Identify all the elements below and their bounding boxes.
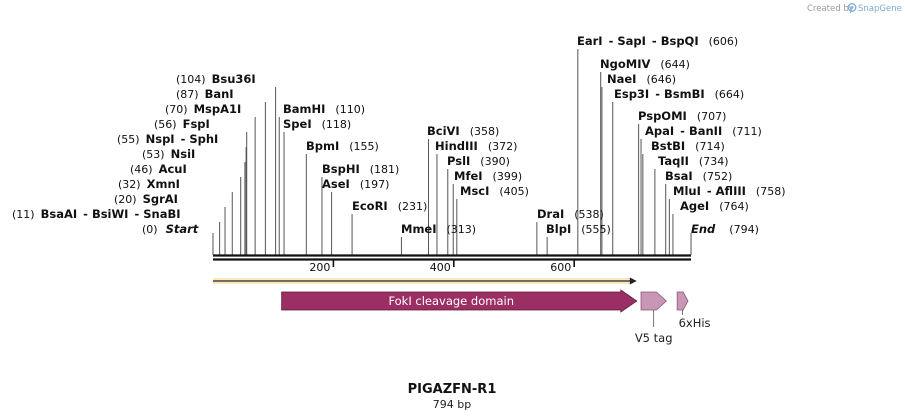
site-label-xmni: (32)XmnI [118,177,180,191]
feature-fokI-cleavage-domain: FokI cleavage domain [281,289,638,313]
map-title: PIGAZFN-R1 [408,382,497,397]
snapgene-logo-icon [847,3,857,12]
site-label-drai: DraI(538) [537,207,604,221]
site-label-bani: (87)BanI [176,87,234,101]
site-label-sgrai: (20)SgrAI [114,192,178,206]
feature-v5-tag: V5 tag [635,291,673,345]
site-label-mmei: MmeI(313) [401,222,476,236]
site-label-bpmi: BpmI(155) [306,139,379,153]
ruler-label: 400 [430,261,451,274]
site-label-fspi: (56)FspI [154,117,210,131]
feature-6xhis: 6xHis [676,291,711,330]
site-label-nspi: (55)NspI-SphI [117,132,218,146]
credit-brand: SnapGene [858,4,902,14]
site-label-pspomi: PspOMI(707) [638,109,726,123]
site-label-apai: ApaI-BanII(711) [645,124,762,138]
site-label-psli: PslI(390) [447,154,510,168]
site-label-bsai: BsaI(752) [665,169,732,183]
feature-label: 6xHis [679,316,711,330]
site-label-eari: EarI-SapI-BspQI(606) [577,34,738,48]
site-label-mlui: MluI-AflIII(758) [673,184,786,198]
site-label-mfei: MfeI(399) [454,169,522,183]
site-lines [212,49,692,255]
site-labels: (11)BsaAI-BsiWI-SnaBI(20)SgrAI(32)XmnI(4… [12,34,786,236]
dna-backbone [213,254,691,261]
ruler: 200 400 600 [309,259,576,274]
site-label-msci: MscI(405) [460,184,529,198]
features: FokI cleavage domain V5 tag 6xHis [213,277,711,345]
site-label-nsii: (53)NsiI [142,147,195,161]
site-label-agei: AgeI(764) [680,199,749,213]
ruler-label: 600 [550,261,571,274]
start-label: (0)Start [142,222,199,236]
site-label-mspa1i: (70)MspA1I [165,102,241,116]
site-label-taqii: TaqII(734) [658,154,729,168]
site-label-hindiii: HindIII(372) [435,139,517,153]
site-label-bsphi: BspHI(181) [322,162,399,176]
site-label-acui: (46)AcuI [130,162,187,176]
site-label-esp3i: Esp3I-BsmBI(664) [614,87,744,101]
map-length: 794 bp [433,398,471,411]
feature-label: FokI cleavage domain [388,294,514,308]
feature-label: V5 tag [635,331,673,345]
site-label-blpi: BlpI(555) [546,222,611,236]
site-label-ngomiv: NgoMIV(644) [600,57,690,71]
site-label-asei: AseI(197) [322,177,389,191]
site-label-ecori: EcoRI(231) [352,199,427,213]
site-label-bstbi: BstBI(714) [651,139,725,153]
orf-arrow [213,277,637,285]
site-label-bsaai: (11)BsaAI-BsiWI-SnaBI [12,207,181,221]
credit-text: Created by [807,4,854,14]
site-label-bcivi: BciVI(358) [427,124,499,138]
ruler-label: 200 [309,261,330,274]
site-label-naei: NaeI(646) [607,72,676,86]
site-label-bamhi: BamHI(110) [283,102,365,116]
end-label: End(794) [691,222,759,236]
site-label-bsu36i: (104)Bsu36I [176,72,256,86]
site-label-spei: SpeI(118) [283,117,351,131]
